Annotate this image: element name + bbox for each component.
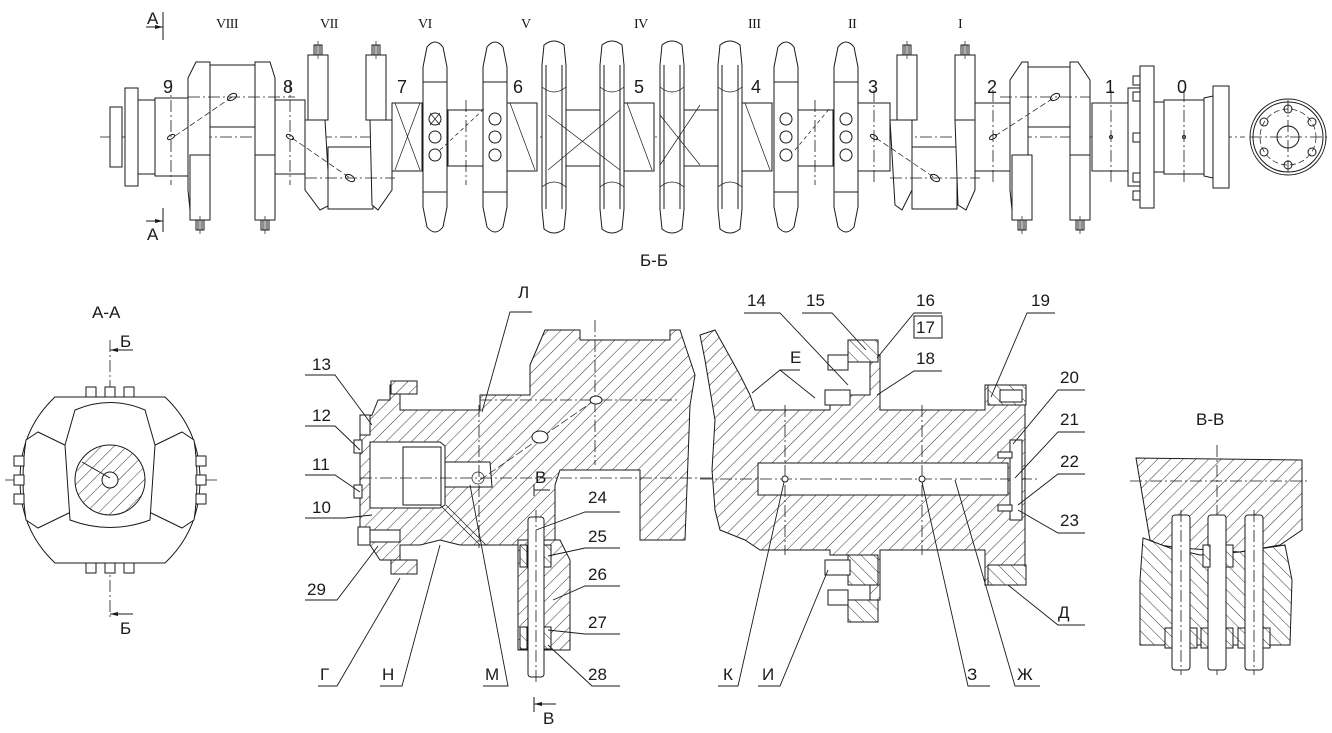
crank-label-I: I <box>958 17 963 32</box>
journal-label-5: 5 <box>634 77 644 97</box>
main-view: А А VIII VII VI V IV III II I 9 8 7 6 5 … <box>100 9 1328 244</box>
crank-label-IV: IV <box>634 17 648 32</box>
callout-16: 16 <box>916 291 935 310</box>
section-aa-title: А-А <box>92 303 121 322</box>
journal-4 <box>741 102 773 172</box>
callout-23: 23 <box>1060 511 1079 530</box>
section-a-top-label: А <box>147 9 159 28</box>
callout-G: Г <box>320 665 329 684</box>
section-bb-view: Б-Б <box>353 251 1040 728</box>
callout-28: 28 <box>588 665 607 684</box>
callout-24: 24 <box>588 488 607 507</box>
callouts-pin: 24 25 26 27 28 <box>535 488 620 687</box>
callout-E: Е <box>790 348 801 367</box>
right-end-flange <box>1212 85 1230 189</box>
callouts-right: 20 21 22 23 <box>1012 368 1085 534</box>
section-aa-cut-bottom-label: Б <box>120 619 131 638</box>
callout-18: 18 <box>916 349 935 368</box>
journal-label-0: 0 <box>1177 77 1187 97</box>
callout-I: И <box>762 665 774 684</box>
callout-Zh: Ж <box>1017 665 1033 684</box>
callout-L: Л <box>518 283 529 302</box>
callouts-top-right: 14 15 16 17 18 19 Е <box>744 291 1055 399</box>
section-a-bottom-label: А <box>147 225 159 244</box>
journal-label-2: 2 <box>987 77 997 97</box>
callout-13: 13 <box>312 355 331 374</box>
crank-label-VIII: VIII <box>216 17 239 32</box>
section-vv-view: В-В <box>1130 410 1310 675</box>
coupling-flange <box>1139 65 1155 209</box>
journal-label-8: 8 <box>283 77 293 97</box>
callout-M: М <box>485 665 499 684</box>
section-a-marker-top: А <box>146 9 164 40</box>
callouts-left: 13 12 11 10 29 <box>305 355 379 601</box>
section-aa-view: А-А Б Б <box>5 303 218 638</box>
crank-label-VII: VII <box>320 17 339 32</box>
callout-N: Н <box>382 665 394 684</box>
pin-assembly <box>517 510 571 685</box>
section-a-marker-bottom: А <box>146 208 164 244</box>
callout-K: К <box>723 665 733 684</box>
journal-2 <box>974 102 1011 172</box>
crank-labels: VIII VII VI V IV III II I <box>216 17 964 32</box>
section-vv-title: В-В <box>1196 410 1224 429</box>
left-flange <box>124 87 139 187</box>
callout-17-box <box>913 315 943 339</box>
callout-12: 12 <box>312 406 331 425</box>
journal-9 <box>154 97 189 177</box>
callout-Z: З <box>967 665 977 684</box>
journal-7 <box>391 102 423 172</box>
vv-pins <box>1164 510 1271 675</box>
journal-labels: 9 8 7 6 5 4 3 2 1 0 <box>163 77 1187 97</box>
end-view <box>1249 98 1328 176</box>
crankpin-IV <box>683 109 720 167</box>
callout-21: 21 <box>1060 410 1079 429</box>
journal-label-7: 7 <box>397 77 407 97</box>
callout-11: 11 <box>312 455 330 474</box>
callouts-bottom-right: К И З Ж Д <box>718 479 1085 687</box>
callout-20: 20 <box>1060 368 1079 387</box>
callout-19: 19 <box>1031 291 1050 310</box>
journal-6 <box>506 102 538 172</box>
journal-label-9: 9 <box>163 77 173 97</box>
journal-label-3: 3 <box>868 77 878 97</box>
callout-15: 15 <box>806 291 825 310</box>
section-v-bottom-label: В <box>543 709 554 728</box>
section-bb-title: Б-Б <box>640 251 668 270</box>
section-v-top-label: В <box>535 468 546 487</box>
callout-22: 22 <box>1060 452 1079 471</box>
flange-bolts <box>1132 75 1141 201</box>
crank-label-V: V <box>521 17 531 32</box>
callout-27: 27 <box>588 613 607 632</box>
crank-label-VI: VI <box>418 17 433 32</box>
crankpin-III <box>797 109 834 167</box>
callout-10: 10 <box>312 498 331 517</box>
callout-26: 26 <box>588 565 607 584</box>
crank-label-III: III <box>748 17 761 32</box>
crankpin-V <box>565 109 602 167</box>
crank-label-II: II <box>848 17 857 32</box>
crankpin-VI <box>447 109 484 167</box>
callout-14: 14 <box>747 291 766 310</box>
section-aa-cut-top-label: Б <box>120 332 131 351</box>
left-end-cap <box>109 106 123 168</box>
callout-29: 29 <box>307 580 326 599</box>
callout-D: Д <box>1058 603 1070 622</box>
callouts-bottom-left: Г Н М Л <box>318 283 532 687</box>
journal-label-1: 1 <box>1105 77 1115 97</box>
callout-25: 25 <box>588 527 607 546</box>
callout-17: 17 <box>916 318 935 337</box>
journal-label-6: 6 <box>513 77 523 97</box>
crankpin-VIII <box>209 64 256 128</box>
journal-5 <box>623 102 655 172</box>
journal-label-4: 4 <box>751 77 761 97</box>
